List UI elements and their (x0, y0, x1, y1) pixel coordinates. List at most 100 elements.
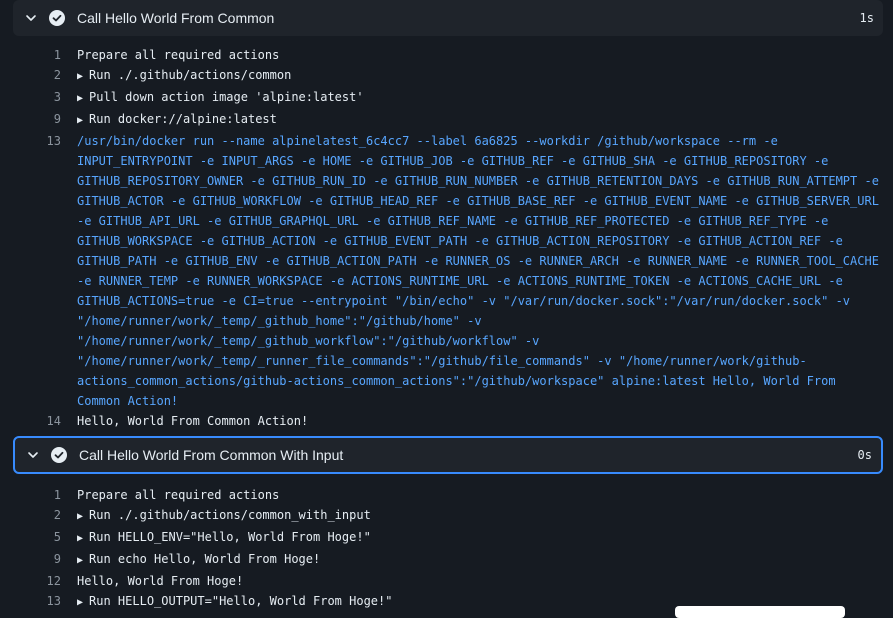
log-group-line[interactable]: 3 ▶ Pull down action image 'alpine:latest' (0, 87, 893, 109)
line-number[interactable] (0, 191, 61, 211)
triangle-right-icon[interactable]: ▶ (77, 115, 84, 126)
line-number[interactable]: 1 (53, 48, 61, 62)
log-line: GITHUB_PATH -e GITHUB_ENV -e GITHUB_ACTI… (0, 251, 893, 271)
triangle-right-icon[interactable]: ▶ (77, 71, 84, 82)
line-content: "/home/runner/work/_temp/_github_home":"… (61, 311, 482, 331)
step-log: 1 Prepare all required actions 2 ▶ Run ./.gi… (0, 485, 893, 613)
log-line: -e GITHUB_API_URL -e GITHUB_GRAPHQL_URL … (0, 211, 893, 231)
step-header-call-hello-world-from-common[interactable]: Call Hello World From Common 1s (13, 0, 883, 36)
log-line: 14 Hello, World From Common Action! (0, 411, 893, 431)
check-circle-icon (49, 10, 65, 26)
line-number[interactable] (0, 391, 61, 411)
line-number[interactable] (0, 291, 61, 311)
line-text: Prepare all required actions (77, 488, 280, 502)
chevron-down-icon[interactable] (25, 447, 41, 463)
triangle-right-icon[interactable]: ▶ (77, 511, 84, 522)
triangle-right-icon[interactable]: ▶ (77, 555, 84, 566)
log-line: Common Action! (0, 391, 893, 411)
line-content: ▶ Run echo Hello, World From Hoge! (61, 549, 320, 571)
line-text: Run ./.github/actions/common_with_input (89, 508, 371, 522)
line-text: Hello, World From Common Action! (77, 414, 309, 428)
line-number[interactable] (0, 271, 61, 291)
line-content: GITHUB_ACTOR -e GITHUB_WORKFLOW -e GITHU… (61, 191, 879, 211)
floating-panel (675, 606, 845, 618)
line-content: ▶ Run HELLO_ENV="Hello, World From Hoge!" (61, 527, 371, 549)
line-text: Prepare all required actions (77, 48, 280, 62)
line-number[interactable]: 13 (46, 594, 61, 608)
line-text: Hello, World From Hoge! (77, 574, 244, 588)
log-line: "/home/runner/work/_temp/_github_workflo… (0, 331, 893, 351)
line-number[interactable] (0, 251, 61, 271)
line-text: GITHUB_REPOSITORY_OWNER -e GITHUB_RUN_ID… (77, 174, 879, 188)
line-content: INPUT_ENTRYPOINT -e INPUT_ARGS -e HOME -… (61, 151, 828, 171)
line-content: GITHUB_ACTIONS=true -e CI=true --entrypo… (61, 291, 850, 311)
line-number[interactable]: 9 (53, 552, 61, 566)
line-text: "/home/runner/work/_temp/_github_home":"… (77, 314, 482, 328)
line-text: Run HELLO_ENV="Hello, World From Hoge!" (89, 530, 371, 544)
line-number[interactable]: 13 (46, 134, 61, 148)
line-text: GITHUB_PATH -e GITHUB_ENV -e GITHUB_ACTI… (77, 254, 879, 268)
triangle-right-icon[interactable]: ▶ (77, 533, 84, 544)
log-group-line[interactable]: 2 ▶ Run ./.github/actions/common_with_inpu… (0, 505, 893, 527)
line-content: -e GITHUB_API_URL -e GITHUB_GRAPHQL_URL … (61, 211, 828, 231)
line-text: Run echo Hello, World From Hoge! (89, 552, 321, 566)
line-text: "/home/runner/work/_temp/_github_workflo… (77, 334, 540, 348)
log-group-line[interactable]: 2 ▶ Run ./.github/actions/common (0, 65, 893, 87)
triangle-right-icon[interactable]: ▶ (77, 93, 84, 104)
line-text: actions_common_actions/github-actions_co… (77, 374, 836, 388)
step-duration: 0s (857, 448, 872, 462)
log-line: GITHUB_ACTOR -e GITHUB_WORKFLOW -e GITHU… (0, 191, 893, 211)
line-text: Run ./.github/actions/common (89, 68, 292, 82)
line-number[interactable] (0, 331, 61, 351)
line-number[interactable] (0, 371, 61, 391)
line-number[interactable]: 5 (53, 530, 61, 544)
log-line: "/home/runner/work/_temp/_github_home":"… (0, 311, 893, 331)
log-line: 1 Prepare all required actions (0, 485, 893, 505)
line-content: ▶Run docker://alpine:latest (61, 109, 277, 131)
line-number[interactable]: 1 (53, 488, 61, 502)
log-line: GITHUB_ACTIONS=true -e CI=true --entrypo… (0, 291, 893, 311)
line-content: ▶ Run ./.github/actions/common (61, 65, 291, 87)
line-text: GITHUB_ACTIONS=true -e CI=true --entrypo… (77, 294, 851, 308)
line-content: GITHUB_PATH -e GITHUB_ENV -e GITHUB_ACTI… (61, 251, 879, 271)
line-number[interactable]: 3 (53, 90, 61, 104)
step-title: Call Hello World From Common With Input (79, 447, 344, 463)
log-group-line[interactable]: 5 ▶ Run HELLO_ENV="Hello, World From Hoge!… (0, 527, 893, 549)
line-text: INPUT_ENTRYPOINT -e INPUT_ARGS -e HOME -… (77, 154, 829, 168)
line-text: "/home/runner/work/_temp/_runner_file_co… (77, 354, 807, 368)
line-number[interactable] (0, 211, 61, 231)
line-content: Hello, World From Common Action! (61, 411, 308, 431)
line-number[interactable]: 9 (53, 112, 61, 126)
line-number[interactable]: 2 (53, 508, 61, 522)
line-text: Run HELLO_OUTPUT="Hello, World From Hoge… (89, 594, 393, 608)
chevron-down-icon[interactable] (23, 10, 39, 26)
line-content: actions_common_actions/github-actions_co… (61, 371, 836, 391)
step-header-call-hello-world-from-common-with-input[interactable]: Call Hello World From Common With Input … (13, 436, 883, 474)
line-content: ▶ Pull down action image 'alpine:latest' (61, 87, 364, 109)
line-number[interactable] (0, 231, 61, 251)
line-content: GITHUB_REPOSITORY_OWNER -e GITHUB_RUN_ID… (61, 171, 879, 191)
log-line: GITHUB_REPOSITORY_OWNER -e GITHUB_RUN_ID… (0, 171, 893, 191)
log-line: actions_common_actions/github-actions_co… (0, 371, 893, 391)
step-duration: 1s (859, 11, 874, 25)
line-content: Common Action! (61, 391, 178, 411)
triangle-right-icon[interactable]: ▶ (77, 597, 84, 608)
log-line: GITHUB_WORKSPACE -e GITHUB_ACTION -e GIT… (0, 231, 893, 251)
line-number[interactable]: 12 (46, 574, 61, 588)
line-number[interactable]: 2 (53, 68, 61, 82)
line-content: Prepare all required actions (61, 485, 279, 505)
line-number[interactable] (0, 351, 61, 371)
line-content: Prepare all required actions (61, 45, 279, 65)
log-group-line[interactable]: 9▶Run docker://alpine:latest (0, 109, 893, 131)
line-number[interactable] (0, 151, 61, 171)
line-content: ▶ Run ./.github/actions/common_with_input (61, 505, 371, 527)
log-line: 13/usr/bin/docker run --name alpinelates… (0, 131, 893, 151)
line-text: GITHUB_ACTOR -e GITHUB_WORKFLOW -e GITHU… (77, 194, 879, 208)
line-number[interactable]: 14 (46, 414, 61, 428)
line-number[interactable] (0, 171, 61, 191)
log-group-line[interactable]: 13 ▶ Run HELLO_OUTPUT="Hello, World From H… (0, 591, 893, 613)
line-number[interactable] (0, 311, 61, 331)
step-title: Call Hello World From Common (77, 10, 275, 26)
line-text: Pull down action image 'alpine:latest' (89, 90, 364, 104)
log-group-line[interactable]: 9 ▶ Run echo Hello, World From Hoge! (0, 549, 893, 571)
